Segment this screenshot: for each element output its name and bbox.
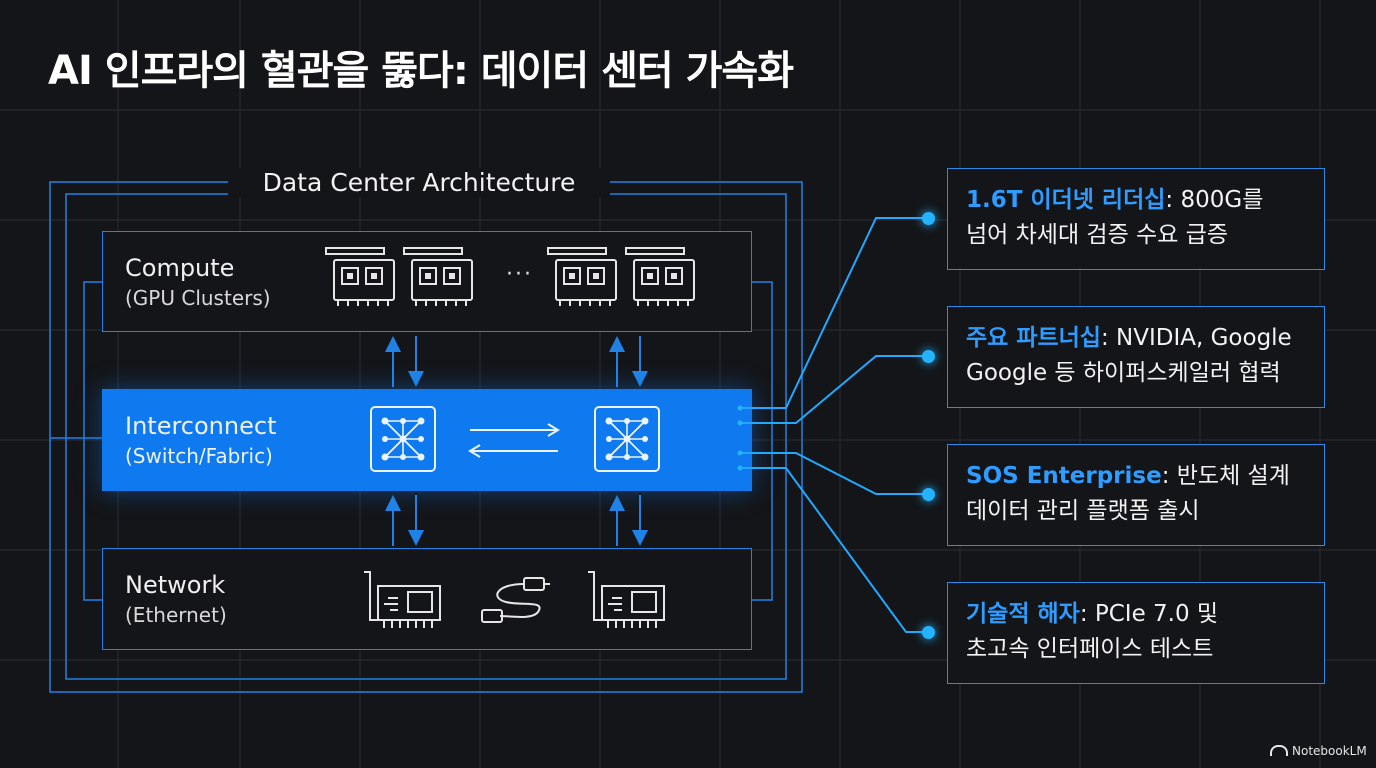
- bidirectional-arrows-icon: [468, 423, 560, 458]
- interconnect-layer-sub: (Switch/Fabric): [125, 444, 273, 468]
- connector-dot: [922, 626, 935, 639]
- callout-text: Google 등 하이퍼스케일러 협력: [966, 360, 1281, 386]
- callout-highlight: SOS Enterprise: [966, 463, 1162, 489]
- compute-layer-sub: (GPU Clusters): [125, 286, 271, 310]
- gpu-card-icon: [325, 247, 395, 307]
- connector-dot: [922, 212, 935, 225]
- ethernet-cable-icon: [481, 577, 550, 623]
- notebooklm-logo-icon: [1270, 745, 1288, 756]
- connector-dot: [922, 488, 935, 501]
- callout-text: : 800G를: [1165, 187, 1264, 213]
- architecture-label: Data Center Architecture: [232, 168, 606, 197]
- gpu-card-icon: [403, 247, 473, 307]
- watermark-text: NotebookLM: [1292, 744, 1367, 758]
- network-card-icon: [587, 571, 665, 629]
- callout-text: : 반도체 설계: [1161, 463, 1290, 489]
- callout-ethernet-leadership: 1.6T 이더넷 리더십: 800G를 넘어 차세대 검증 수요 급증: [947, 168, 1325, 270]
- gpu-cluster-ellipsis: ···: [506, 262, 533, 287]
- page-title: AI 인프라의 혈관을 뚫다: 데이터 센터 가속화: [48, 48, 794, 94]
- network-layer: Network (Ethernet): [102, 548, 752, 650]
- network-switch-icon: [370, 406, 436, 472]
- callout-highlight: 1.6T 이더넷 리더십: [966, 187, 1166, 213]
- network-layer-sub: (Ethernet): [125, 603, 227, 627]
- callout-technical-moat: 기술적 해자: PCIe 7.0 및 초고속 인터페이스 테스트: [947, 582, 1325, 684]
- gpu-card-icon: [547, 247, 617, 307]
- callout-text: 넘어 차세대 검증 수요 급증: [966, 222, 1229, 248]
- interconnect-layer-name: Interconnect: [125, 412, 277, 440]
- callout-partnerships: 주요 파트너십: NVIDIA, Google Google 등 하이퍼스케일러…: [947, 306, 1325, 408]
- callout-highlight: 주요 파트너십: [966, 325, 1101, 351]
- callout-text: 데이터 관리 플랫폼 출시: [966, 498, 1200, 524]
- gpu-card-icon: [625, 247, 695, 307]
- callout-sos-enterprise: SOS Enterprise: 반도체 설계 데이터 관리 플랫폼 출시: [947, 444, 1325, 546]
- network-card-icon: [363, 571, 441, 629]
- compute-layer-name: Compute: [125, 254, 235, 282]
- callout-text: 초고속 인터페이스 테스트: [966, 636, 1214, 662]
- notebooklm-watermark: NotebookLM: [1270, 744, 1367, 758]
- network-switch-icon: [594, 406, 660, 472]
- connector-dot: [922, 350, 935, 363]
- network-layer-name: Network: [125, 571, 226, 599]
- callout-text: : NVIDIA, Google: [1100, 325, 1292, 351]
- callout-connectors: [740, 217, 928, 633]
- callout-text: : PCIe 7.0 및: [1079, 601, 1219, 627]
- callout-highlight: 기술적 해자: [966, 601, 1080, 627]
